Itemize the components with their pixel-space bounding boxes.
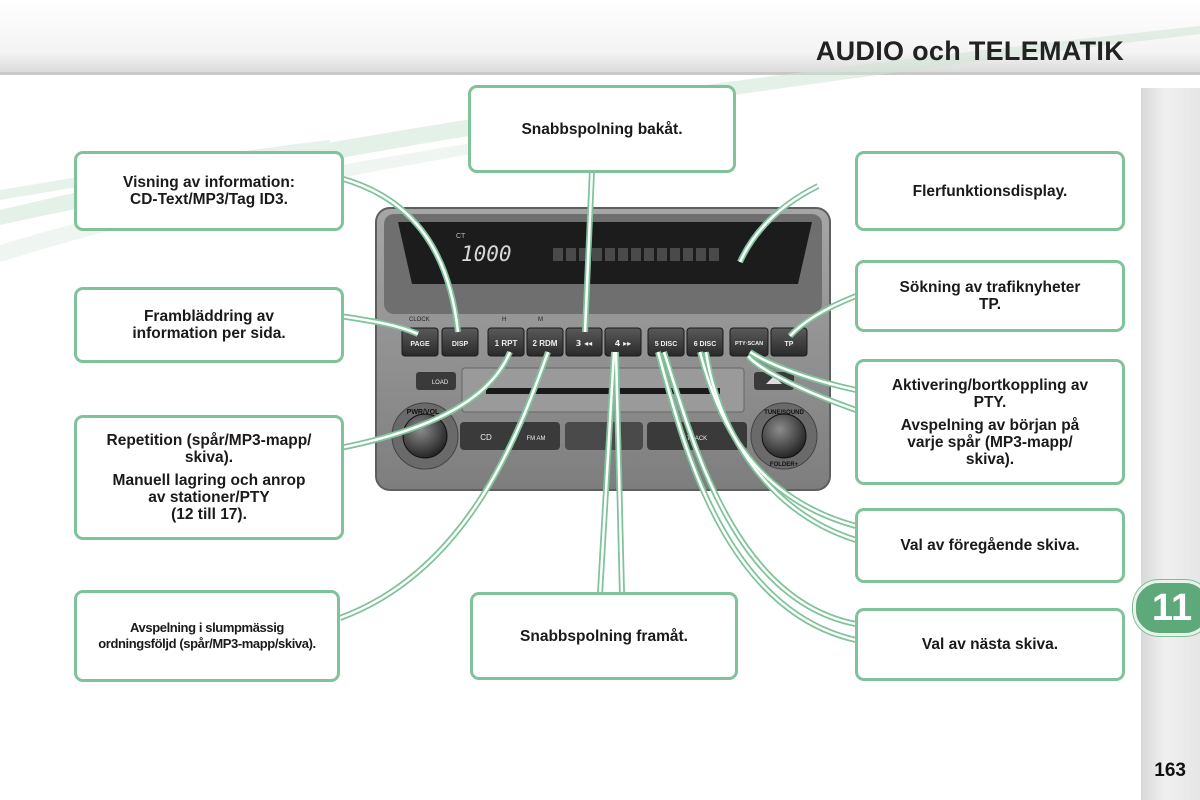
callout-repeat-presets: Repetition (spår/MP3-mapp/ skiva). Manue… (74, 415, 344, 540)
preset-1-label: 1 RPT (495, 339, 518, 348)
preset-2-label: 2 RDM (533, 339, 558, 348)
load-button[interactable] (416, 372, 456, 390)
disp-button-label: DISP (452, 341, 469, 348)
preset-4-label: 4 ▸▸ (615, 339, 631, 348)
callout-line: information per sida. (132, 325, 286, 342)
track-label: TRACK (687, 436, 707, 442)
pwr-vol-label: PWR/VOL (407, 409, 440, 416)
callout-line: Avspelning i slumpmässig (130, 620, 284, 635)
callout-pty: Aktivering/bortkoppling av PTY. Avspelni… (855, 359, 1125, 485)
callout-line: Snabbspolning bakåt. (521, 120, 683, 138)
callout-line: Avspelning av början på (900, 416, 1080, 434)
tp-button[interactable] (770, 327, 808, 357)
preset-5-label: 5 DISC (655, 341, 678, 348)
header-rule (0, 72, 1200, 75)
callout-fast-forward: Snabbspolning framåt. (470, 592, 738, 680)
preset-6-label: 6 DISC (694, 341, 717, 348)
center-button[interactable] (565, 422, 643, 450)
callout-line: Val av föregående skiva. (900, 537, 1080, 554)
callout-line: TP. (978, 296, 1002, 313)
chapter-badge: 11 (1133, 580, 1200, 636)
button-row: PAGE DISP 1 RPT 2 RDM 3 ◂◂ 4 ▸▸ 5 DISC 6… (401, 327, 808, 357)
callout-line: Val av nästa skiva. (921, 636, 1059, 653)
ct-label: CT (456, 233, 466, 240)
callout-line: (12 till 17). (171, 506, 247, 523)
callout-multifunction-display: Flerfunktionsdisplay. (855, 151, 1125, 231)
callout-line: Frambläddring av (143, 308, 275, 325)
page-button-label: PAGE (410, 341, 430, 348)
clock-readout: 1000 (461, 242, 512, 266)
minute-label: M (538, 317, 543, 323)
cd-fm-am-button-group[interactable] (460, 422, 560, 450)
cd-label: CD (480, 433, 492, 442)
eject-icon (766, 376, 782, 384)
cd-slot (486, 388, 720, 394)
callout-line: Repetition (spår/MP3-mapp/ (106, 432, 312, 449)
callout-line: Visning av information: (123, 174, 295, 191)
callout-line: ordningsföljd (spår/MP3-mapp/skiva). (98, 636, 316, 651)
callout-line: Aktivering/bortkoppling av (891, 376, 1089, 394)
header-band (0, 0, 1200, 74)
callout-line: Flerfunktionsdisplay. (912, 182, 1068, 200)
tp-button-label: TP (785, 341, 794, 348)
callout-tp: Sökning av trafiknyheter TP. (855, 260, 1125, 332)
clock-label: CLOCK (409, 317, 430, 323)
tune-sound-knob[interactable] (761, 413, 807, 459)
callout-line: Sökning av trafiknyheter (899, 279, 1081, 296)
callout-random: Avspelning i slumpmässig ordningsföljd (… (74, 590, 340, 682)
folder-label: FOLDER+ (770, 462, 799, 468)
callout-line: Manuell lagring och anrop (112, 472, 306, 489)
callout-line: av stationer/PTY (148, 489, 270, 506)
preset-3-label: 3 ◂◂ (576, 339, 592, 348)
hour-label: H (502, 317, 506, 323)
track-button-group[interactable] (647, 422, 747, 450)
page-number: 163 (1154, 760, 1186, 781)
callout-page-scroll: Frambläddring av information per sida. (74, 287, 344, 363)
page-button[interactable] (401, 327, 439, 357)
callout-line: CD-Text/MP3/Tag ID3. (130, 191, 288, 208)
page-title: AUDIO och TELEMATIK (815, 36, 1124, 66)
preset-4-forward-button[interactable] (604, 327, 642, 357)
callout-connectors (338, 169, 858, 643)
callout-line: skiva). (184, 449, 234, 466)
callout-rewind: Snabbspolning bakåt. (468, 85, 736, 173)
callout-line: skiva). (965, 450, 1015, 468)
pty-scan-label: PTY·SCAN (735, 341, 763, 347)
load-label: LOAD (432, 380, 449, 386)
callout-line: Snabbspolning framåt. (520, 627, 688, 645)
callout-line: varje spår (MP3-mapp/ (907, 433, 1073, 451)
callout-next-disc: Val av nästa skiva. (855, 608, 1125, 681)
radio-unit: CT 1000 CLOCK H M PAGE DISP 1 RPT 2 RDM … (375, 207, 831, 491)
callout-previous-disc: Val av föregående skiva. (855, 508, 1125, 583)
chapter-side-tab (1141, 88, 1200, 800)
callout-info-display: Visning av information: CD-Text/MP3/Tag … (74, 151, 344, 231)
tune-sound-label: TUNE/SOUND (764, 410, 804, 416)
fm-am-label: FM AM (527, 436, 546, 442)
callout-line: PTY. (973, 393, 1007, 411)
